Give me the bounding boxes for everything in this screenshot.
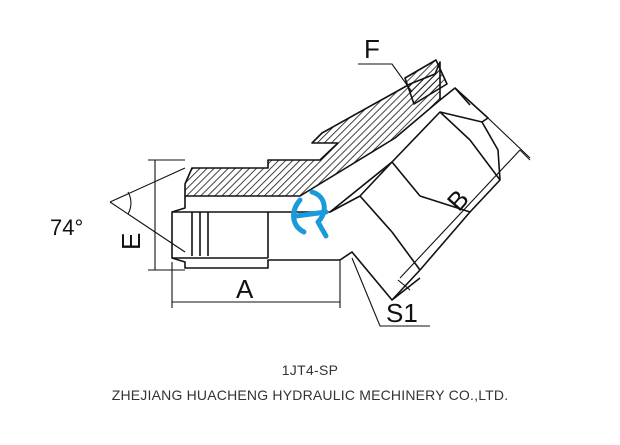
hex-edge-3 <box>391 161 421 197</box>
dim-s1-leader <box>351 257 430 327</box>
hex-edge-1 <box>439 111 471 141</box>
dim-angle-line-2 <box>109 201 186 253</box>
label-s1: S1 <box>386 298 418 328</box>
model-number: 1JT4-SP <box>281 362 339 378</box>
fitting-body <box>171 59 501 301</box>
dim-f-leader <box>358 63 413 93</box>
dim-b-top-ext <box>487 117 531 159</box>
dimension-lines <box>109 63 531 327</box>
angled-end-line <box>454 87 471 106</box>
angled-end-hatch <box>404 59 448 105</box>
straight-body <box>171 196 340 269</box>
hex-edge-5 <box>359 195 393 233</box>
logo-mark-left <box>291 197 307 235</box>
dim-b-ext-1 <box>397 279 411 291</box>
hex-nut <box>329 111 501 301</box>
dim-b-line <box>399 149 521 279</box>
straight-thread-section <box>184 61 441 197</box>
dim-angle-line-1 <box>109 167 186 203</box>
fitting-drawing: F B E A S1 74° <box>50 34 531 328</box>
company-name: ZHEJIANG HUACHENG HYDRAULIC MECHINERY CO… <box>111 387 509 403</box>
hex-edge-6 <box>391 231 421 271</box>
logo <box>291 189 329 239</box>
logo-mark-cross <box>293 209 329 219</box>
dim-b-ext-2 <box>519 149 531 161</box>
angled-end <box>439 87 489 123</box>
label-angle: 74° <box>50 215 83 240</box>
label-a: A <box>236 274 254 304</box>
label-e: E <box>116 233 146 250</box>
hex-edge-2 <box>469 139 501 181</box>
logo-mark-right <box>309 189 329 239</box>
label-f: F <box>364 34 380 64</box>
elbow-inner <box>268 161 393 213</box>
hex-edge-4 <box>419 195 471 213</box>
dim-angle-arc <box>127 191 132 215</box>
elbow-outer <box>339 251 421 301</box>
